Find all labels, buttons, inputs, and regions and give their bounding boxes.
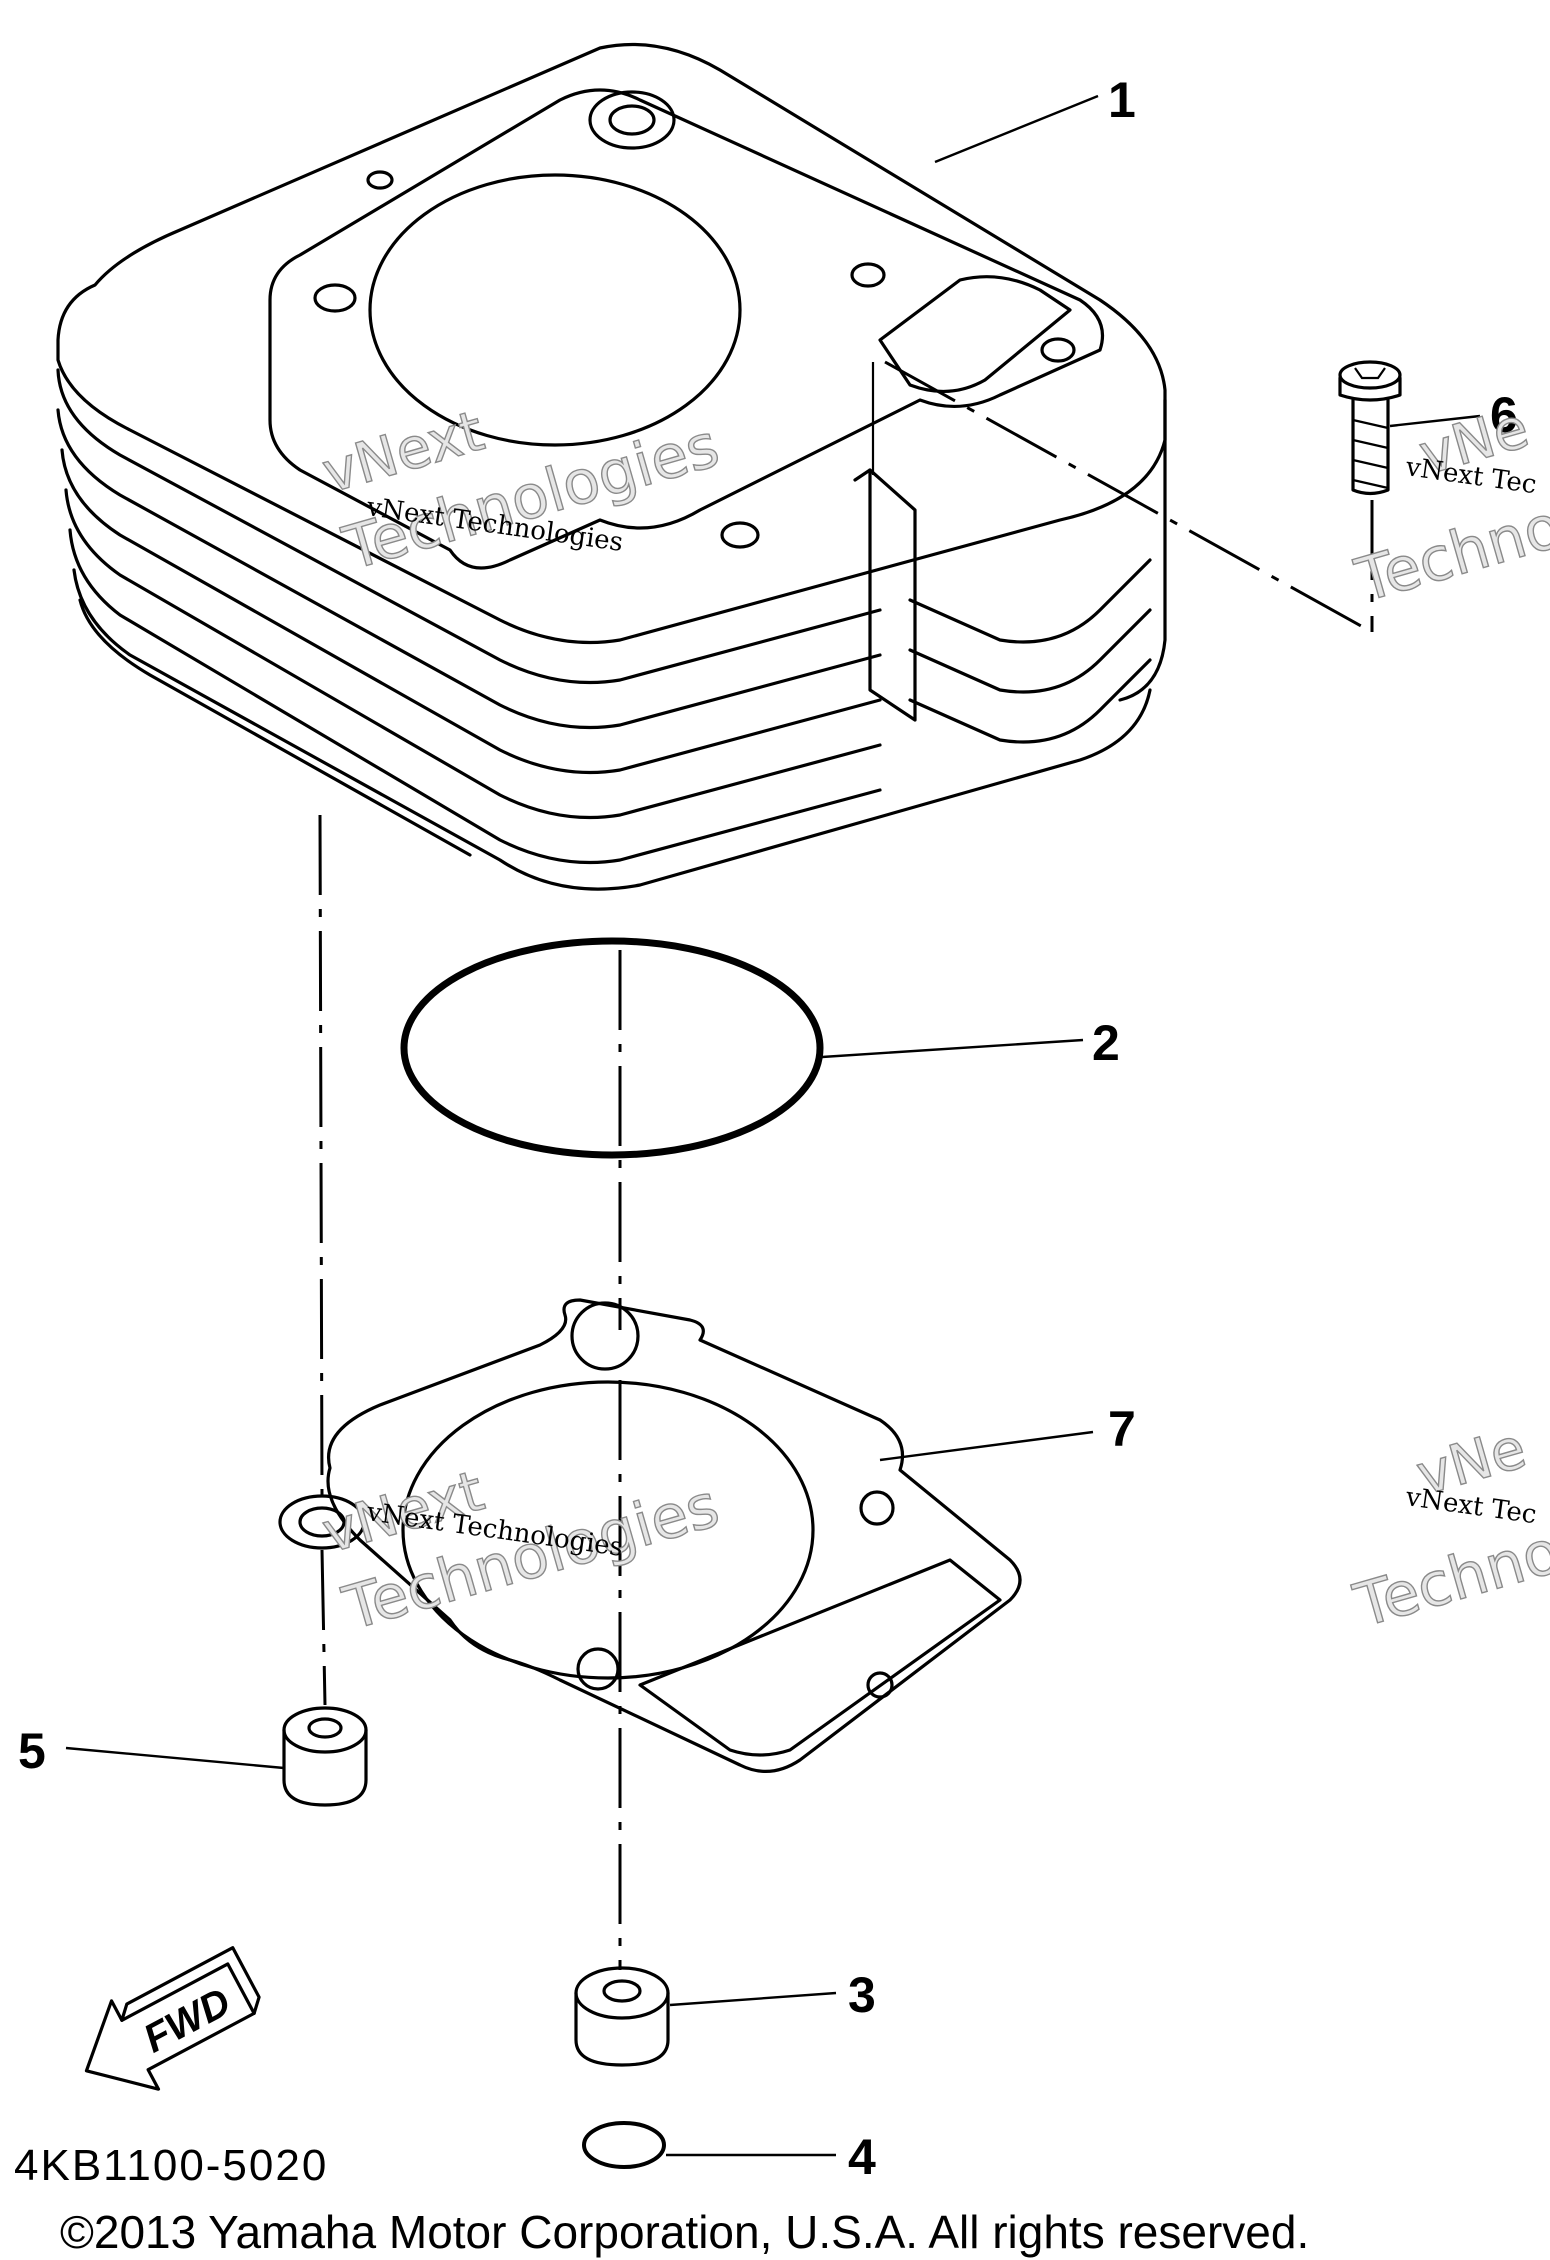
- watermark-right-top: vNe Techno: [1347, 395, 1550, 617]
- part-1-cylinder[interactable]: [56, 42, 1167, 891]
- callout-leaders: [65, 94, 1481, 2157]
- callout-3-label: 3: [848, 1967, 876, 2023]
- svg-text:Techno: Techno: [1348, 491, 1550, 616]
- part-5-dowel-pin[interactable]: [282, 1706, 368, 1807]
- svg-text:vNe: vNe: [1410, 1416, 1533, 1509]
- callout-1-label: 1: [1108, 72, 1136, 128]
- callout-4-label: 4: [848, 2129, 876, 2185]
- callout-6-label: 6: [1490, 387, 1518, 443]
- part-7-base-gasket[interactable]: [278, 1298, 1022, 1774]
- watermark-left-top: vNext Technologies: [315, 398, 727, 585]
- part-6-bolt[interactable]: [1338, 360, 1402, 496]
- callout-2-label: 2: [1092, 1015, 1120, 1071]
- part-3-dowel-pin[interactable]: [574, 1966, 670, 2067]
- watermark-right-bottom: vNe Techno: [1346, 1415, 1550, 1642]
- callout-5-label: 5: [18, 1723, 46, 1779]
- part-2-o-ring[interactable]: [400, 937, 824, 1159]
- svg-text:Techno: Techno: [1347, 1516, 1550, 1641]
- copyright-notice: ©2013 Yamaha Motor Corporation, U.S.A. A…: [60, 2206, 1309, 2258]
- callout-7-label: 7: [1108, 1401, 1136, 1457]
- fwd-arrow-icon: FWD: [84, 1946, 261, 2091]
- assembly-center-lines: [318, 360, 1374, 1970]
- part-4-o-ring-small[interactable]: [582, 2121, 666, 2169]
- diagram-part-number: 4KB1100-5020: [14, 2141, 328, 2190]
